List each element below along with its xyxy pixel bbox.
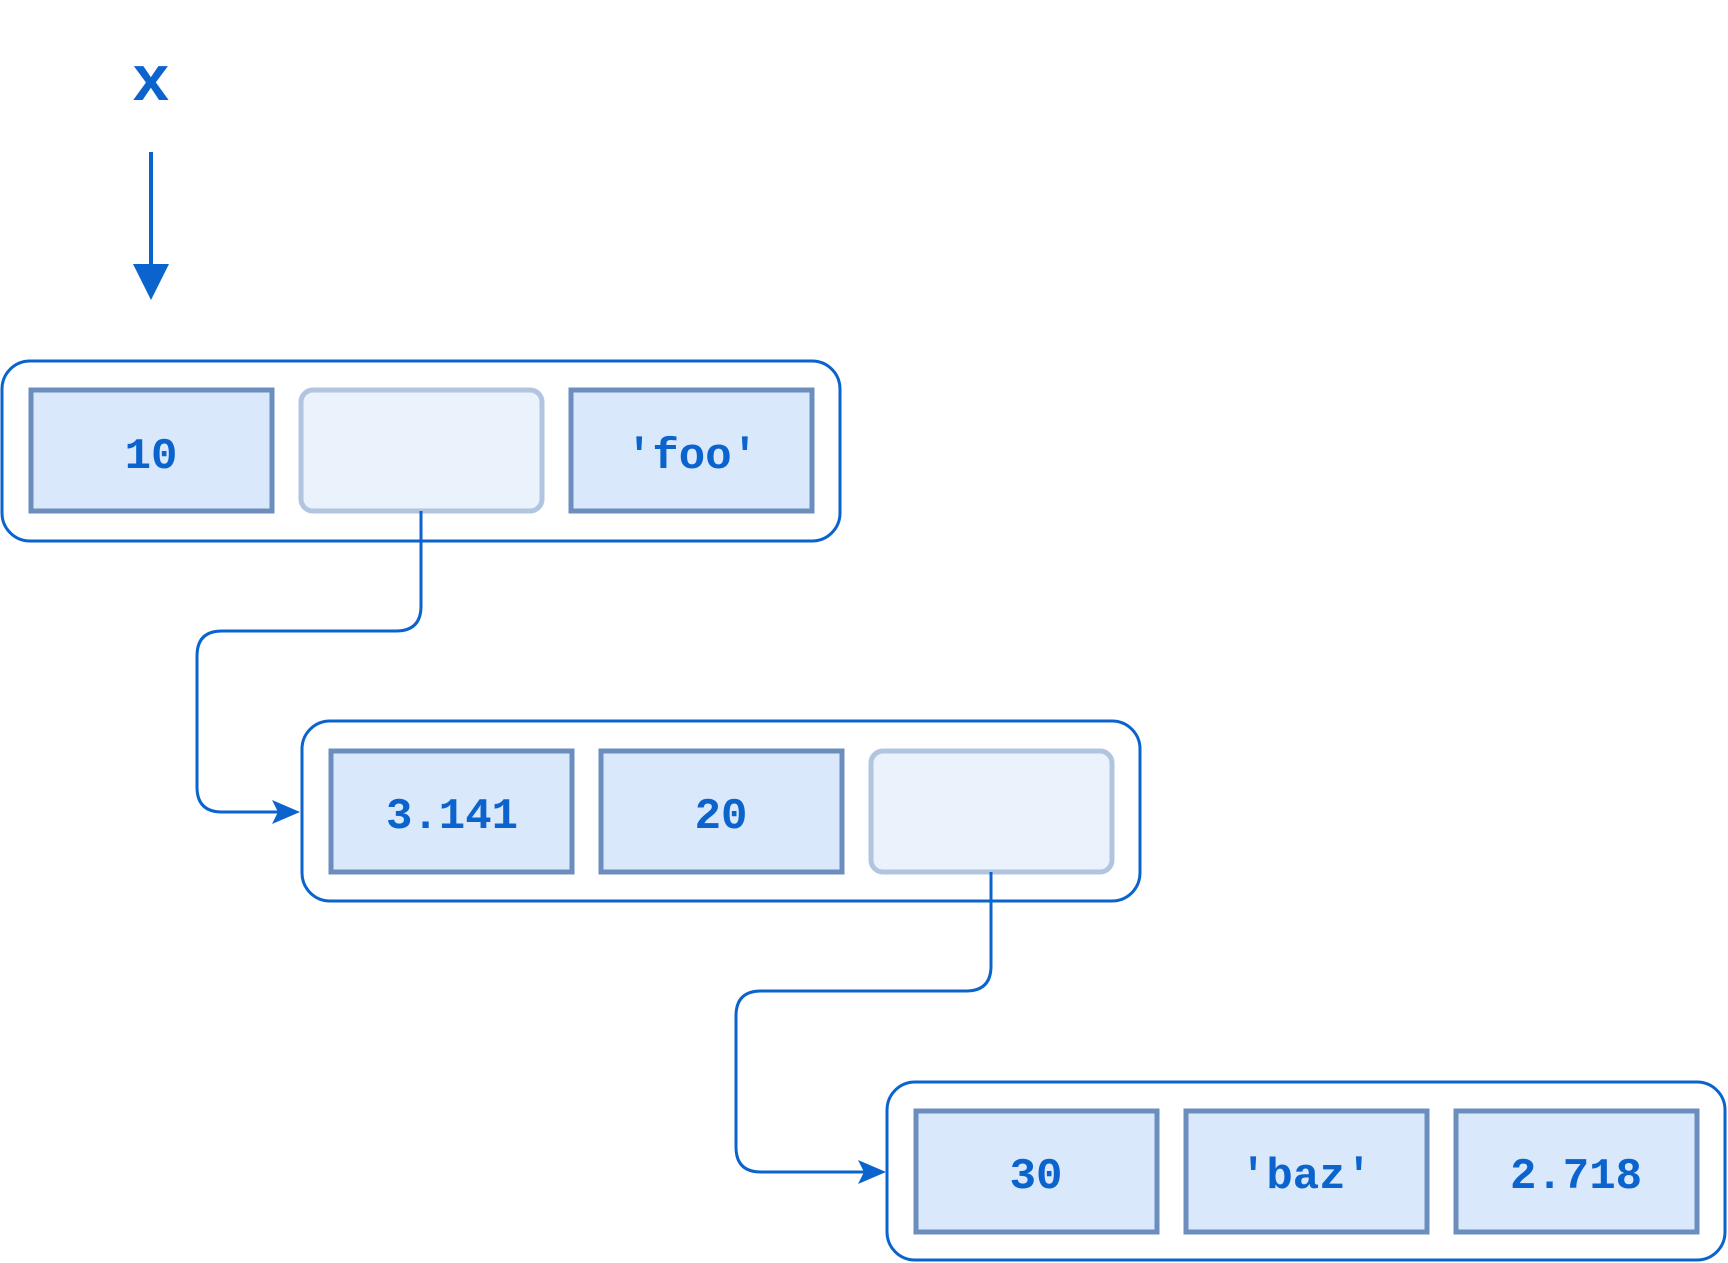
- list-2-pointer-cell: [868, 748, 1115, 875]
- list-container-2: 3.141 20: [300, 719, 1142, 903]
- list-3-cell-3-value: 2.718: [1510, 1152, 1642, 1202]
- list-2-cell-2: 20: [598, 748, 845, 875]
- list-2-cell-1: 3.141: [328, 748, 575, 875]
- list-1-cell-3: 'foo': [568, 387, 815, 514]
- list-3-cell-1-value: 30: [1010, 1152, 1063, 1202]
- list-3-cell-1: 30: [913, 1108, 1160, 1235]
- variable-arrow: [133, 152, 169, 300]
- connector-1-to-2: [195, 511, 423, 814]
- list-2-cell-1-value: 3.141: [386, 792, 518, 842]
- list-1-cell-1: 10: [28, 387, 275, 514]
- list-3-cell-3: 2.718: [1453, 1108, 1700, 1235]
- arrowhead-1-to-2: [272, 800, 300, 824]
- variable-label: x: [132, 48, 170, 120]
- list-1-cell-3-value: 'foo': [626, 432, 758, 482]
- list-1-pointer-cell: [298, 387, 545, 514]
- list-2-cell-2-value: 20: [695, 792, 748, 842]
- list-3-cell-2: 'baz': [1183, 1108, 1430, 1235]
- list-3-cell-2-value: 'baz': [1240, 1152, 1372, 1202]
- list-container-1: 10 'foo': [0, 359, 842, 543]
- list-container-3: 30 'baz' 2.718: [885, 1080, 1727, 1262]
- connector-2-to-3: [734, 872, 993, 1174]
- list-1-cell-1-value: 10: [125, 432, 178, 482]
- arrowhead-2-to-3: [858, 1160, 886, 1184]
